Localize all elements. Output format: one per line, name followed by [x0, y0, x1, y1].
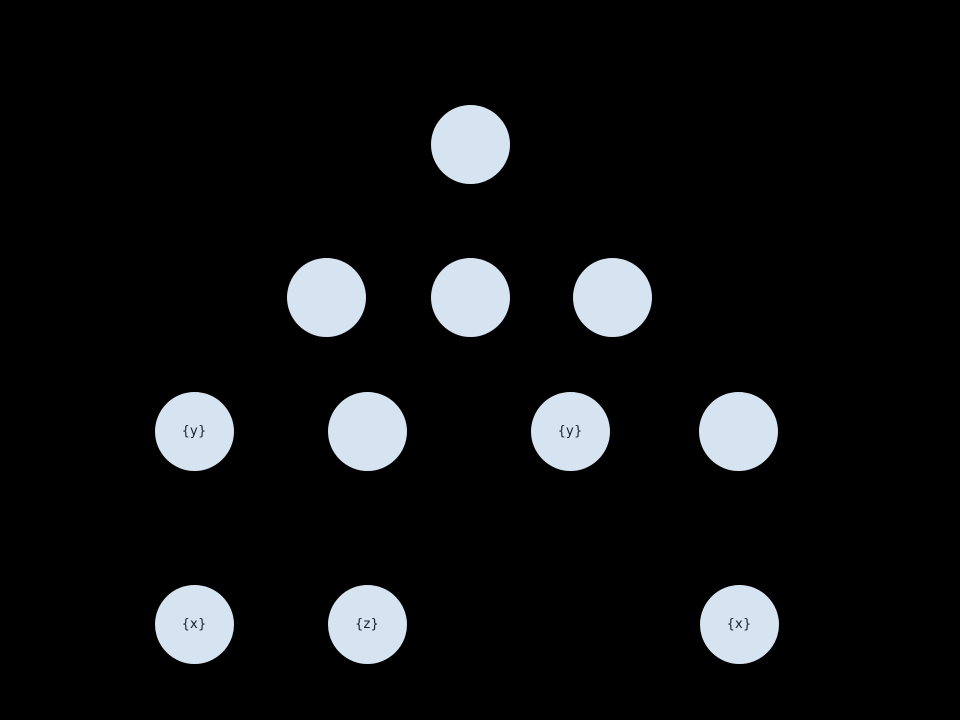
graph-node[interactable] [430, 257, 510, 337]
node-label: {x} [181, 616, 207, 632]
graph-node[interactable] [698, 391, 778, 471]
graph-node[interactable]: {y} [530, 391, 610, 471]
graph-node[interactable]: {z} [327, 584, 407, 664]
graph-node[interactable]: {y} [154, 391, 234, 471]
node-label: {y} [181, 423, 207, 439]
graph-node[interactable]: {x} [154, 584, 234, 664]
graph-node[interactable] [286, 257, 366, 337]
graph-node[interactable]: {x} [699, 584, 779, 664]
node-label: {y} [557, 423, 583, 439]
graph-node[interactable] [327, 391, 407, 471]
graph-node[interactable] [572, 257, 652, 337]
graph-node[interactable] [430, 104, 510, 184]
node-label: {z} [355, 616, 379, 632]
node-label: {x} [726, 616, 752, 632]
